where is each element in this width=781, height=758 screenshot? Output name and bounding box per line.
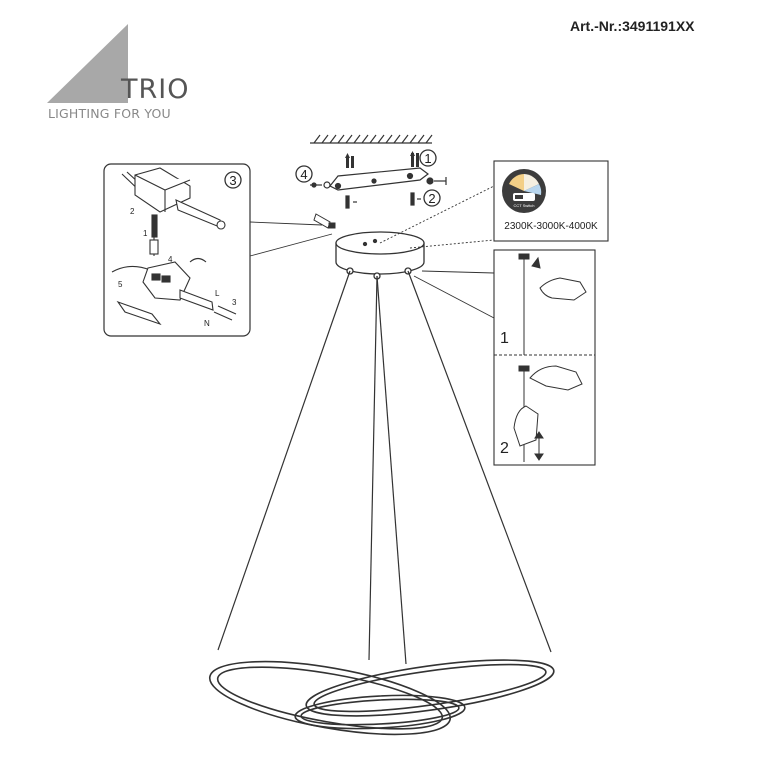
brand-tagline: LIGHTING FOR YOU — [48, 106, 171, 121]
light-rings — [208, 659, 555, 736]
screw-icon — [310, 181, 331, 189]
wiring-label: 4 — [168, 255, 173, 264]
cct-switch-icon: CCT Switch — [502, 169, 546, 213]
callout-4: 4 — [295, 165, 313, 183]
wall-anchors-icon — [345, 151, 419, 168]
callout-2: 2 — [423, 189, 441, 207]
callout-1: 1 — [419, 149, 437, 167]
height-adjust-step-1 — [518, 253, 587, 355]
adjust-step-number: 2 — [500, 440, 509, 457]
wiring-label: 5 — [118, 280, 123, 289]
leader-lines — [249, 221, 333, 257]
wiring-detail-panel — [103, 163, 251, 337]
ceiling-canopy — [335, 231, 425, 280]
suspension-cables — [217, 270, 552, 665]
wiring-label: L — [215, 289, 220, 298]
brand-logo-text: TRIO — [121, 74, 190, 105]
adjust-leaders — [413, 270, 495, 319]
screw-icon — [345, 192, 421, 209]
mounting-bracket — [329, 167, 429, 191]
adjust-step-number: 1 — [500, 330, 509, 347]
svg-text:1: 1 — [424, 151, 431, 166]
callout-3: 3 — [224, 171, 242, 189]
cct-leaders — [379, 185, 495, 249]
article-number: Art.-Nr.:3491191XX — [570, 18, 695, 34]
screw-icon — [426, 177, 447, 185]
terminal-connector-drawing — [111, 257, 237, 326]
logo-triangle — [47, 24, 128, 103]
height-adjust-step-2 — [513, 365, 583, 462]
wiring-label: 2 — [130, 207, 135, 216]
svg-text:2: 2 — [428, 191, 435, 206]
wiring-label: 1 — [143, 229, 148, 238]
svg-text:3: 3 — [229, 173, 236, 188]
connector-plug — [313, 213, 336, 229]
svg-text:CCT Switch: CCT Switch — [513, 203, 534, 208]
ceiling-hatch — [310, 134, 433, 144]
svg-text:4: 4 — [300, 167, 307, 182]
terminal-block-drawing — [121, 167, 226, 256]
color-temperature-values: 2300K-3000K-4000K — [504, 221, 598, 232]
wiring-label: N — [204, 319, 210, 328]
wiring-label: 3 — [232, 298, 237, 307]
